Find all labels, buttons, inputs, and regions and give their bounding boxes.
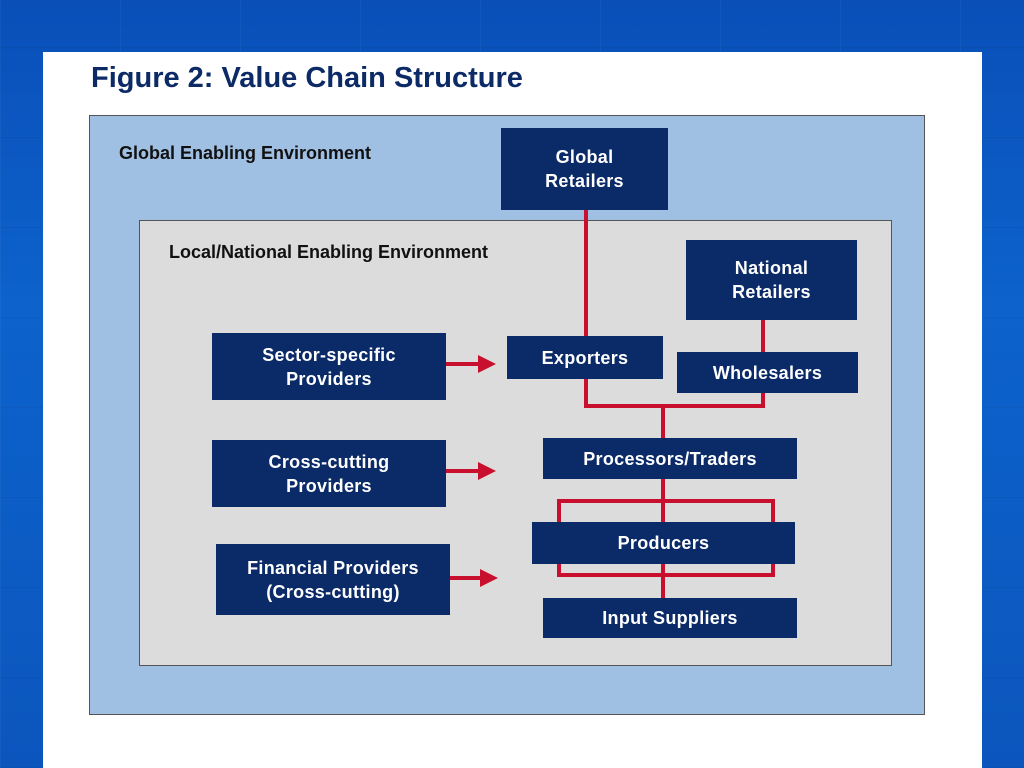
node-input-suppliers: Input Suppliers <box>543 598 797 638</box>
node-global-retailers-line1: Global <box>555 147 614 167</box>
global-environment-label: Global Enabling Environment <box>119 143 372 163</box>
node-national-retailers-line2: Retailers <box>732 282 811 302</box>
node-producers: Producers <box>532 522 795 564</box>
node-financial-providers: Financial Providers (Cross-cutting) <box>216 544 450 615</box>
node-financial-line2: (Cross-cutting) <box>266 581 400 602</box>
node-financial-line1: Financial Providers <box>247 557 419 578</box>
node-national-retailers-line1: National <box>734 258 809 278</box>
node-cross-cutting-line1: Cross-cutting <box>268 451 390 472</box>
node-national-retailers: National Retailers <box>686 240 857 320</box>
node-cross-cutting-providers: Cross-cutting Providers <box>212 440 446 507</box>
node-wholesalers: Wholesalers <box>677 352 858 393</box>
node-sector-specific-providers: Sector-specific Providers <box>212 333 446 400</box>
node-processors-traders: Processors/Traders <box>543 438 797 479</box>
local-environment-label: Local/National Enabling Environment <box>169 242 489 262</box>
figure-title: Figure 2: Value Chain Structure <box>91 62 523 94</box>
node-sector-specific-line2: Providers <box>286 368 372 389</box>
node-exporters: Exporters <box>507 336 663 379</box>
node-cross-cutting-line2: Providers <box>286 475 372 496</box>
node-global-retailers-line2: Retailers <box>545 171 624 191</box>
node-global-retailers: Global Retailers <box>501 128 668 210</box>
node-sector-specific-line1: Sector-specific <box>262 344 396 365</box>
